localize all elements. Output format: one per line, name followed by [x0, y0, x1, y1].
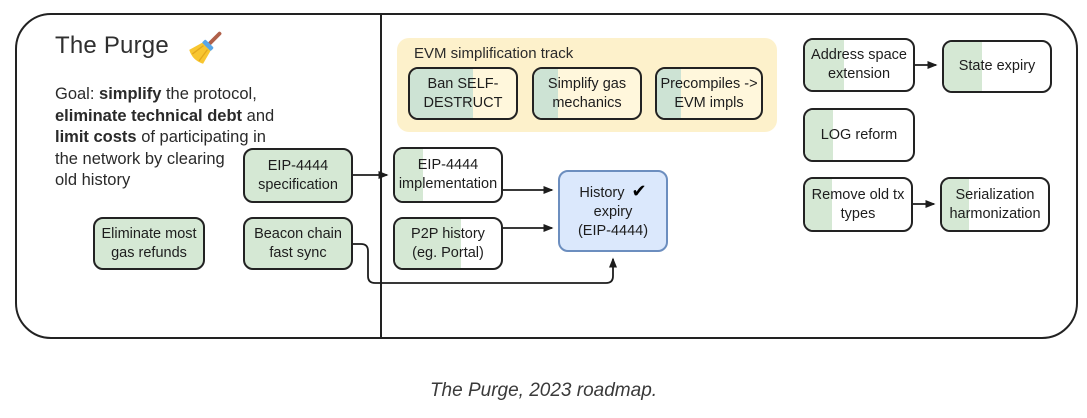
evm-panel-label: EVM simplification track	[414, 45, 574, 62]
box-label: Ban SELF-DESTRUCT	[423, 75, 503, 111]
goal-line: eliminate technical debt and	[55, 106, 275, 125]
progress-fill	[657, 69, 681, 118]
box-label: LOG reform	[820, 126, 898, 143]
goal-text: Goal: simplify the protocol, eliminate te…	[55, 84, 325, 192]
broom-icon	[189, 31, 222, 64]
progress-fill	[410, 69, 473, 118]
diagram-caption: The Purge, 2023 roadmap.	[429, 380, 658, 401]
goal-line: old history	[55, 171, 131, 189]
progress-fill	[942, 179, 969, 230]
box-label: P2P history(eg. Portal)	[411, 225, 485, 261]
box-history-expiry: History✔expiry(EIP-4444)	[558, 170, 668, 252]
goal-line: limit costs of participating in	[55, 128, 266, 146]
box-precompiles-to-evm-impls: Precompiles ->EVM impls	[655, 67, 763, 120]
panel-divider	[380, 13, 382, 339]
box-label: State expiry	[958, 58, 1036, 74]
progress-fill	[805, 179, 832, 230]
box-p2p-history: P2P history(eg. Portal)	[393, 217, 503, 270]
goal-line: Goal: simplify the protocol,	[55, 85, 257, 103]
check-icon: ✔	[631, 180, 647, 201]
box-log-reform: LOG reform	[803, 108, 915, 162]
progress-fill	[395, 149, 423, 201]
progress-fill	[534, 69, 559, 118]
box-state-expiry: State expiry	[942, 40, 1052, 93]
box-label: Precompiles ->EVM impls	[660, 75, 758, 111]
progress-fill	[805, 40, 844, 90]
goal-line: the network by clearing	[55, 149, 225, 168]
box-label: History✔expiry(EIP-4444)	[577, 180, 649, 239]
diagram-title: The Purge	[55, 32, 169, 59]
box-ban-self-destruct: Ban SELF-DESTRUCT	[408, 67, 518, 120]
progress-fill	[805, 110, 834, 160]
progress-fill	[944, 42, 983, 91]
title-row: The Purge	[55, 26, 227, 66]
